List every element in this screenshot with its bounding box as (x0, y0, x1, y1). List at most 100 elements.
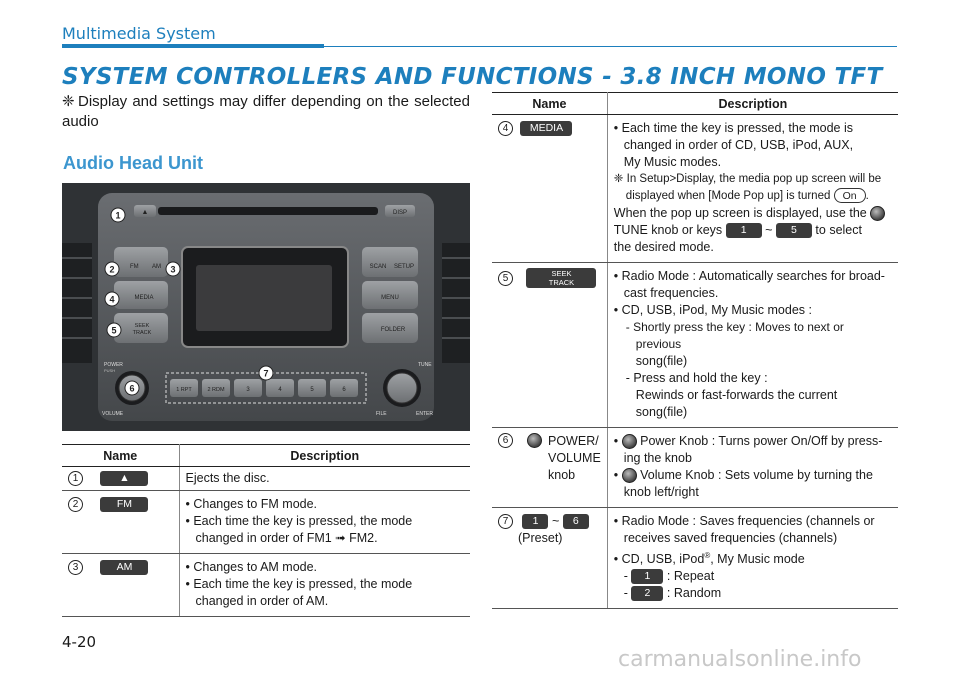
head-unit-photo: ▲ DISP FM AM MEDIA SEEK TRACK SCAN SETUP… (62, 183, 470, 431)
track-label: TRACK (133, 330, 152, 336)
fm-desc-3: changed in order of FM1 ➟ FM2. (195, 531, 378, 545)
col-name-header: Name (492, 92, 608, 115)
repeat-desc: : Repeat (666, 569, 715, 584)
file-label: FILE (376, 411, 387, 417)
seek-desc-4: - Shortly press the key : Moves to next … (625, 320, 844, 351)
fm-desc-1: • Changes to FM mode. (185, 497, 318, 511)
controls-table-left: Name Description 1 ▲ Ejects the disc. 2 … (62, 444, 470, 617)
tilde: ~ (551, 514, 560, 528)
row-number: 4 (498, 121, 513, 137)
row-number: 5 (498, 270, 513, 286)
power-desc-1: Power Knob : Turns power On/Off by press… (640, 434, 883, 448)
seek-desc-1: • Radio Mode : Automatically searches fo… (613, 269, 885, 283)
tune-label: TUNE (418, 362, 432, 368)
am-desc-2: • Each time the key is pressed, the mode (185, 577, 413, 591)
row-number: 2 (68, 497, 83, 513)
marker-3: 3 (170, 265, 175, 275)
header-bar (62, 44, 324, 48)
volume-knob-small-icon (621, 468, 637, 484)
table-row: 5 SEEK TRACK • Radio Mode : Automaticall… (492, 262, 898, 428)
marker-2: 2 (109, 265, 114, 275)
power-desc-3: Volume Knob : Sets volume by turning the (640, 468, 873, 482)
display-note: ❈Display and settings may differ dependi… (62, 92, 470, 132)
seek-desc-7: Rewinds or fast-forwards the current son… (635, 388, 838, 419)
row-number: 7 (498, 514, 513, 530)
eject-desc: Ejects the disc. (185, 471, 270, 485)
controls-table-right: Name Description 4 MEDIA • Each time the… (492, 92, 898, 610)
preset-2: 2 RDM (207, 387, 225, 393)
marker-4: 4 (109, 295, 114, 305)
power-desc-4: knob left/right (623, 485, 699, 499)
media-desc-3: My Music modes. (623, 155, 722, 169)
seek-key-text: SEEK (551, 269, 572, 278)
preset-1: 1 RPT (176, 387, 192, 393)
table-row: 6 POWER/ VOLUME knob • Power Knob : Turn… (492, 427, 898, 508)
push-label: PUSH (104, 368, 115, 373)
media-desc-6: the desired mode. (613, 240, 714, 254)
note-text: Display and settings may differ dependin… (62, 93, 470, 130)
am-key-icon: AM (100, 560, 149, 576)
preset-6-key-icon: 6 (562, 514, 589, 530)
marker-1: 1 (115, 211, 120, 221)
section-header: Multimedia System (62, 24, 216, 43)
menu-label: MENU (381, 295, 399, 301)
power-knob-icon (527, 433, 542, 448)
table-row: 3 AM • Changes to AM mode. • Each time t… (62, 553, 470, 617)
track-key-text: TRACK (548, 278, 575, 287)
table-row: 4 MEDIA • Each time the key is pressed, … (492, 114, 898, 263)
random-desc: : Random (666, 586, 722, 601)
media-note-2: displayed when [Mode Pop up] is turned (625, 190, 831, 202)
page-number: 4-20 (62, 633, 97, 651)
table-row: 1 ▲ Ejects the disc. (62, 466, 470, 491)
marker-6: 6 (129, 384, 134, 394)
enter-label: ENTER (416, 411, 433, 417)
preset-4: 4 (278, 387, 282, 393)
preset-5-key-icon: 5 (775, 223, 812, 239)
preset-desc-1: • Radio Mode : Saves frequencies (channe… (613, 514, 875, 528)
eject-glyph: ▲ (142, 209, 149, 216)
am-label: AM (152, 264, 161, 270)
col-description-header: Description (179, 444, 470, 467)
media-label: MEDIA (134, 295, 153, 301)
preset-name: (Preset) (518, 531, 563, 545)
marker-5: 5 (111, 326, 116, 336)
media-desc-5a: TUNE knob or keys (613, 223, 723, 237)
row-number: 3 (68, 560, 83, 576)
repeat-key-icon: 1 (631, 569, 664, 585)
preset-desc-3a: • CD, USB, iPod (613, 552, 705, 567)
seek-desc-3: • CD, USB, iPod, My Music modes : (613, 303, 812, 317)
page-title: SYSTEM CONTROLLERS AND FUNCTIONS - 3.8 I… (62, 64, 883, 90)
seek-track-key-icon: SEEK TRACK (526, 268, 597, 288)
media-note-1: ❈ In Setup>Display, the media pop up scr… (613, 173, 882, 185)
header-rule (62, 46, 897, 47)
head-unit-illustration: ▲ DISP FM AM MEDIA SEEK TRACK SCAN SETUP… (62, 183, 470, 431)
preset-5: 5 (310, 387, 314, 393)
preset-desc-3b: , My Music mode (710, 552, 805, 567)
preset-6: 6 (342, 387, 346, 393)
folder-label: FOLDER (381, 327, 406, 333)
media-desc-4: When the pop up screen is displayed, use… (613, 206, 867, 220)
tune-knob-icon (870, 206, 886, 222)
media-key-icon: MEDIA (520, 121, 573, 137)
preset-3: 3 (246, 387, 250, 393)
media-desc-5b: to select (815, 223, 862, 237)
seek-desc-5: song(file) (635, 354, 688, 368)
row-number: 1 (68, 471, 83, 487)
media-note-end: . (865, 190, 869, 202)
tilde: ~ (765, 223, 773, 237)
setup-label: SETUP (394, 264, 414, 270)
eject-key-icon: ▲ (100, 471, 149, 487)
seek-desc-2: cast frequencies. (623, 286, 719, 300)
power-label: POWER (104, 362, 123, 368)
disp-label: DISP (393, 210, 407, 216)
power-knob-small-icon (621, 434, 637, 450)
media-desc-1: • Each time the key is pressed, the mode… (613, 121, 854, 135)
fm-key-icon: FM (100, 497, 149, 513)
table-row: 2 FM • Changes to FM mode. • Each time t… (62, 490, 470, 554)
watermark: carmanualsonline.info (618, 647, 862, 672)
random-key-icon: 2 (631, 586, 664, 602)
registered-mark: ® (704, 551, 711, 560)
audio-head-unit-title: Audio Head Unit (63, 153, 203, 173)
power-name-3: knob (548, 468, 576, 482)
row-number: 6 (498, 433, 513, 448)
